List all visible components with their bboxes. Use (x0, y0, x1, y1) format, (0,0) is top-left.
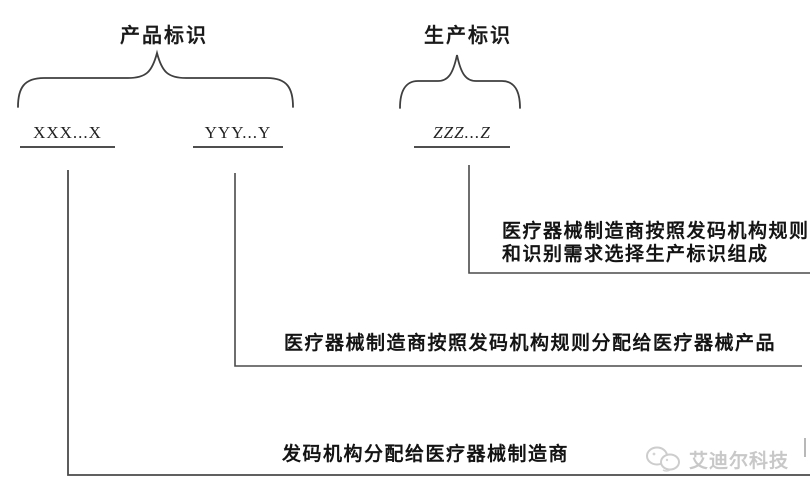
watermark-brand-text: 艾迪尔科技 (689, 450, 790, 472)
code-segment-xxx: XXX...X (20, 123, 115, 148)
zzz-annotation-line1: 医疗器械制造商按照发码机构规则 (502, 221, 810, 242)
zzz-annotation-line2: 和识别需求选择生产标识组成 (502, 244, 769, 265)
code-segment-zzz: ZZZ...Z (414, 123, 510, 148)
production-identifier-title: 生产标识 (424, 25, 512, 47)
yyy-connector-line (234, 173, 802, 367)
yyy-annotation: 医疗器械制造商按照发码机构规则分配给医疗器械产品 (284, 333, 777, 354)
code-segment-yyy: YYY...Y (193, 123, 283, 148)
product-identifier-title: 产品标识 (120, 25, 208, 47)
xxx-connector-line (67, 170, 810, 476)
production-identifier-brace (399, 54, 521, 109)
zzz-annotation: 医疗器械制造商按照发码机构规则 和识别需求选择生产标识组成 (502, 220, 810, 266)
watermark: 艾迪尔科技 (643, 444, 789, 474)
product-identifier-brace (17, 49, 294, 108)
xxx-annotation: 发码机构分配给医疗器械制造商 (282, 444, 570, 465)
chat-bubbles-logo-icon (646, 446, 680, 472)
zzz-connector-line (468, 165, 810, 274)
